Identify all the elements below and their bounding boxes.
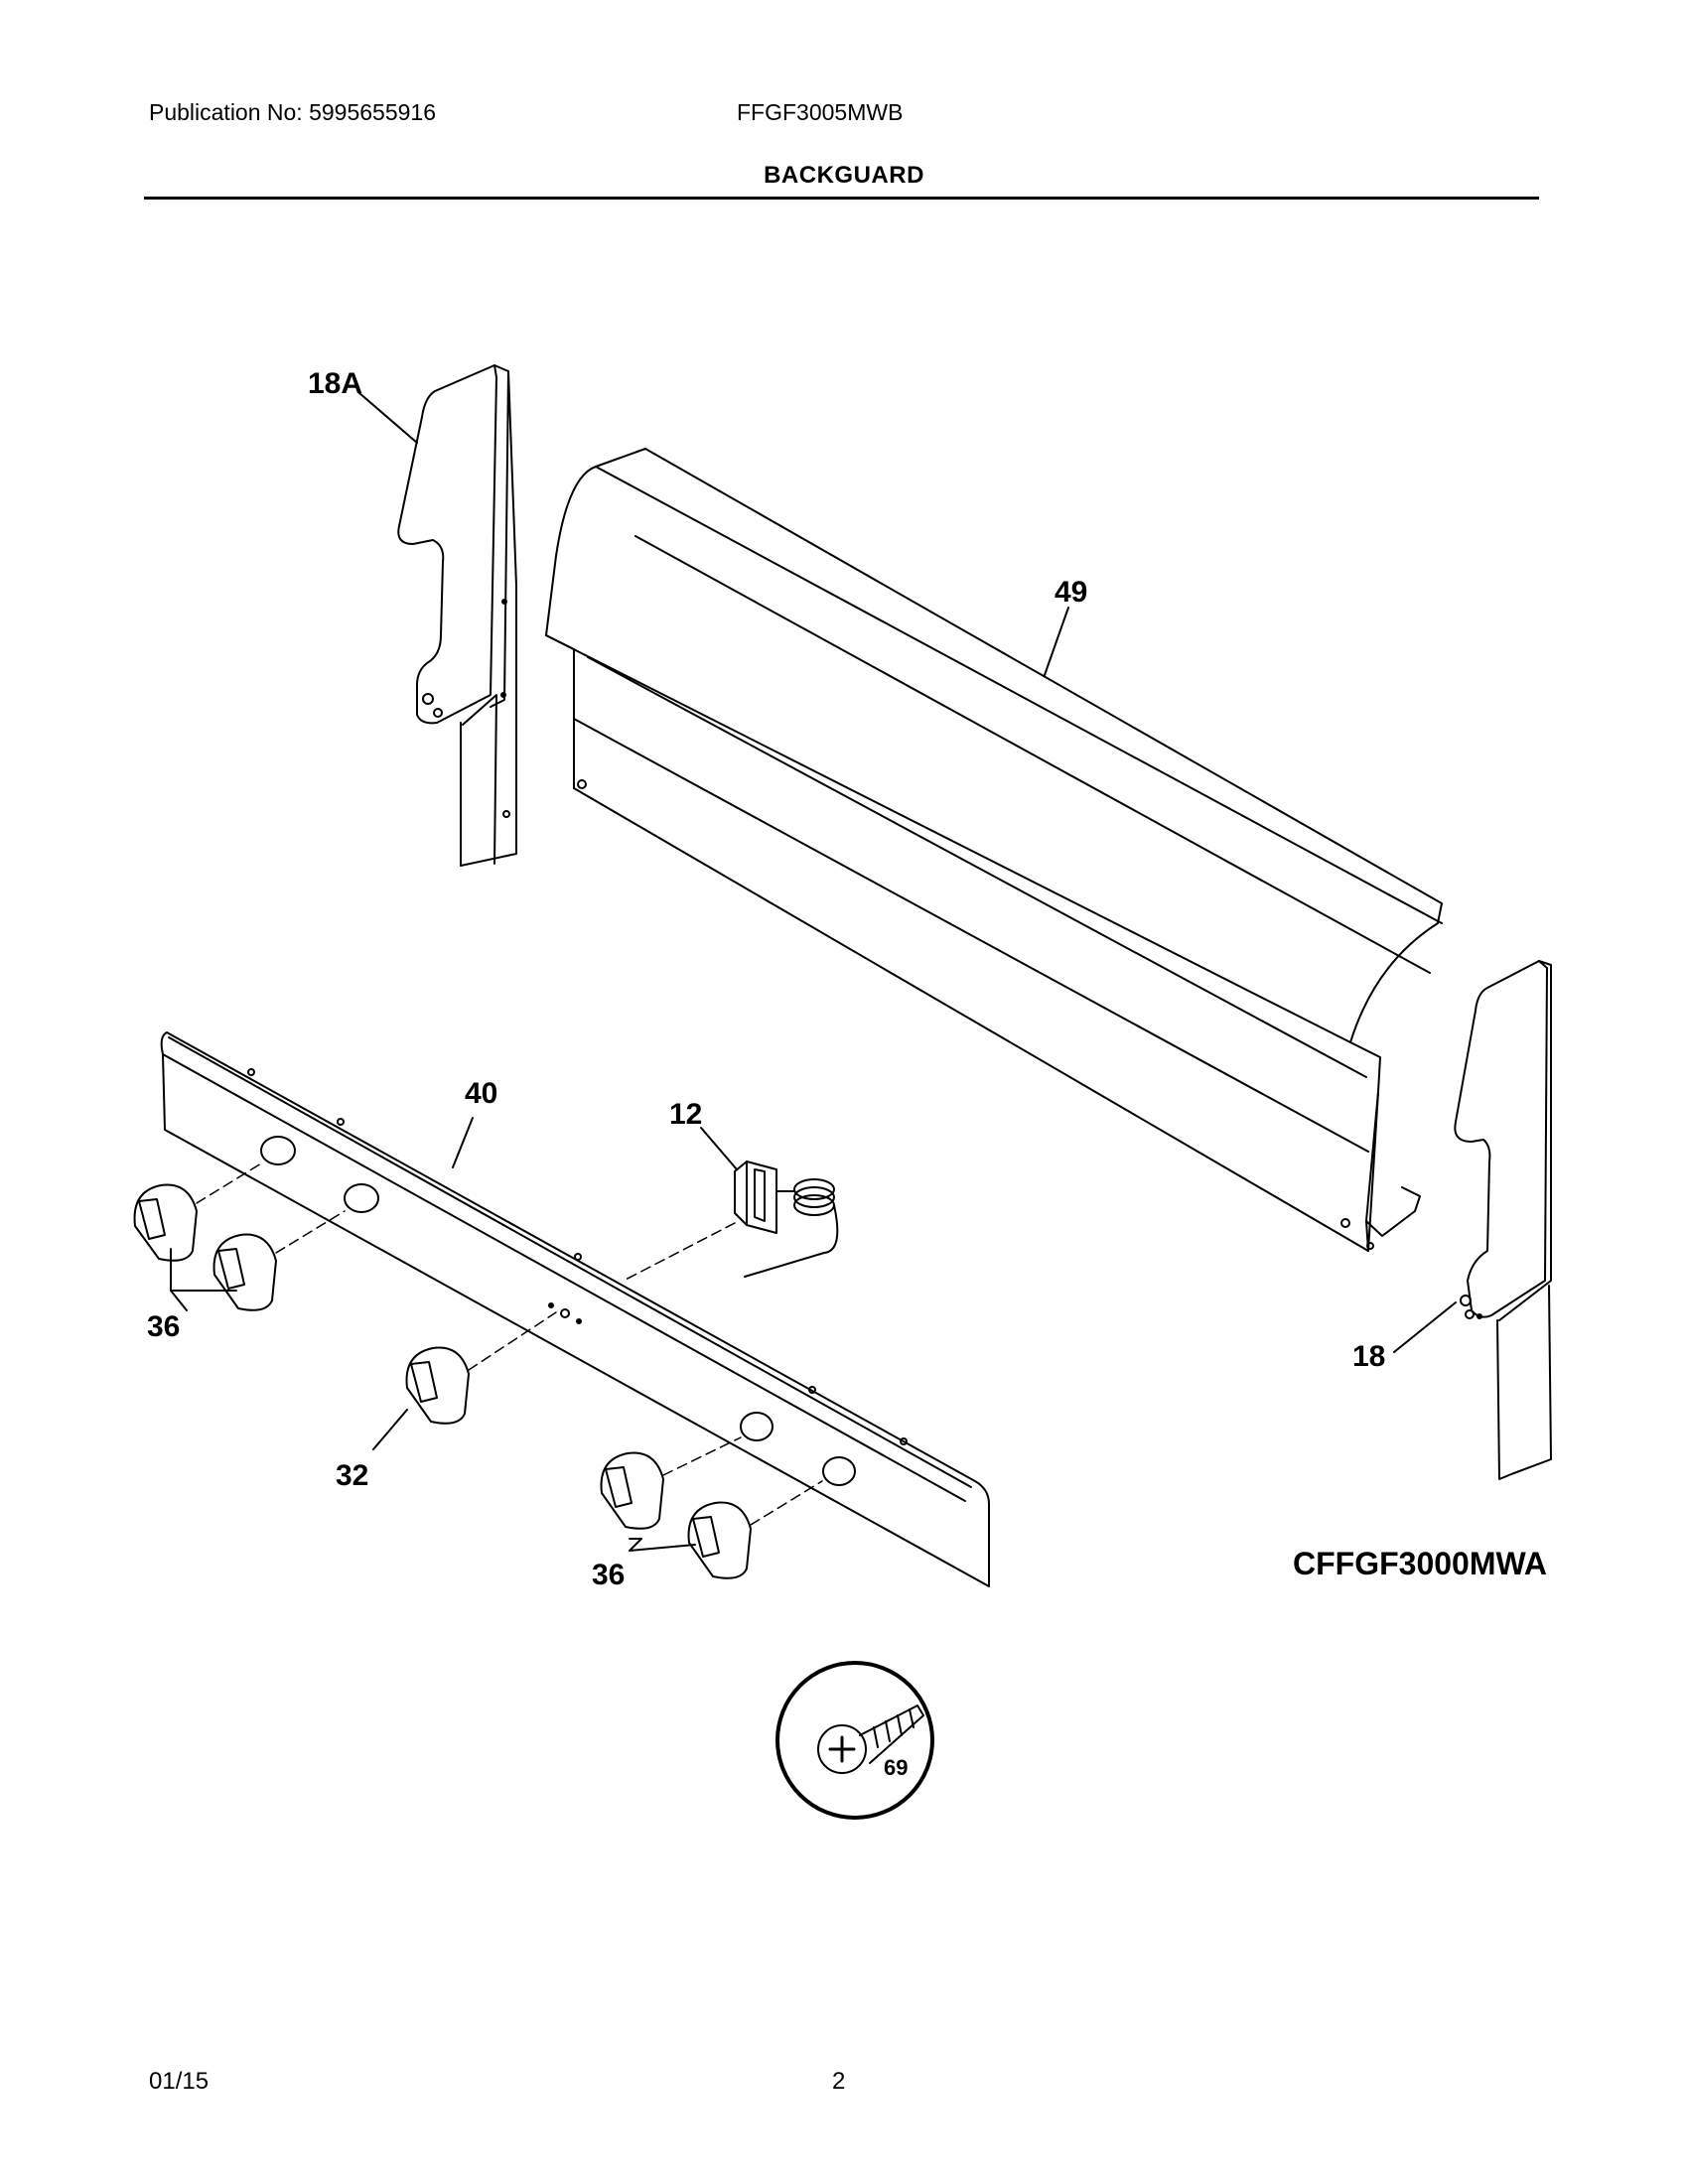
screw-69-detail — [775, 1661, 934, 1820]
publication-number: Publication No: 5995655916 — [149, 99, 437, 125]
knob-32 — [405, 1346, 470, 1425]
knob-36-d — [687, 1501, 752, 1579]
knob-36-a — [133, 1183, 198, 1262]
side-trim-18 — [1454, 960, 1552, 1480]
model-number: FFGF3005MWB — [737, 99, 904, 125]
header-rule — [144, 197, 1539, 200]
side-trim-18a — [397, 364, 517, 867]
callout-69: 69 — [884, 1755, 909, 1780]
callout-32: 32 — [336, 1459, 369, 1492]
thermostat-12 — [734, 1160, 839, 1278]
callout-40: 40 — [465, 1077, 498, 1110]
variant-model-label: CFFGF3000MWA — [1293, 1546, 1548, 1581]
callout-36-left: 36 — [147, 1310, 181, 1343]
callout-36-right: 36 — [592, 1559, 626, 1591]
callout-18: 18 — [1352, 1340, 1386, 1373]
knob-36-c — [600, 1451, 664, 1530]
callout-18a: 18A — [308, 367, 363, 400]
footer-date: 01/15 — [149, 2068, 210, 2095]
page-number: 2 — [832, 2068, 846, 2095]
callout-12: 12 — [669, 1098, 703, 1131]
knob-36-b — [212, 1233, 277, 1311]
section-title: BACKGUARD — [764, 162, 924, 189]
manifold-panel-40 — [160, 1031, 990, 1587]
callout-49: 49 — [1055, 576, 1088, 609]
backguard-panel-49 — [545, 448, 1443, 1252]
